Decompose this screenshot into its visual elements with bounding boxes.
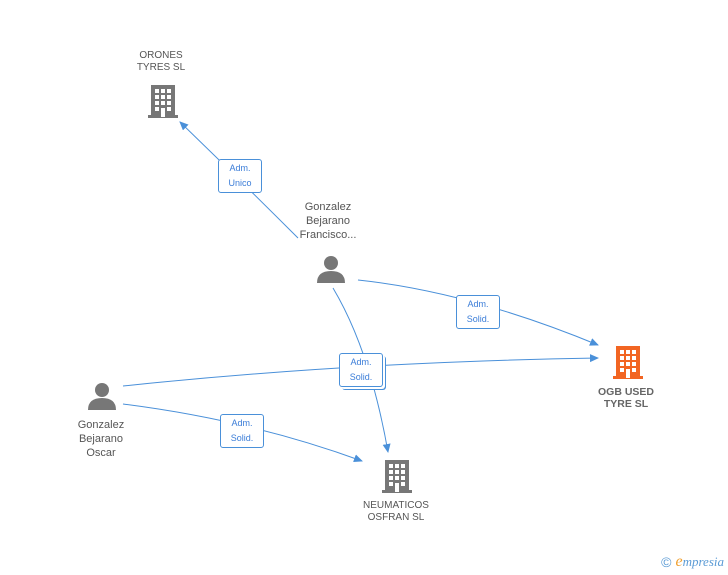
node-label-neumaticos: NEUMATICOS OSFRAN SL bbox=[363, 500, 429, 523]
node-label-oscar: Gonzalez Bejarano Oscar bbox=[77, 419, 125, 459]
person-icon[interactable] bbox=[315, 254, 347, 284]
node-label-orones: ORONES TYRES SL bbox=[136, 50, 186, 73]
node-label-ogb: OGB USED TYRE SL bbox=[597, 386, 654, 410]
edge-label-line1: Adm. bbox=[350, 357, 372, 367]
building-icon[interactable] bbox=[612, 344, 644, 380]
empresia-logo: © empresia bbox=[661, 553, 724, 571]
edge-label-line1: Adm. bbox=[231, 418, 253, 428]
edge-label-line1: Adm. bbox=[467, 299, 489, 309]
edge-label-adm-solid-francisco-ogb[interactable]: Adm. Solid. bbox=[456, 295, 500, 329]
edge-label-line2: Solid. bbox=[349, 372, 373, 382]
edge-label-adm-solid-center[interactable]: Adm. Solid. bbox=[339, 353, 383, 387]
brand-text: empresia bbox=[675, 553, 724, 570]
edge-label-adm-unico[interactable]: Adm. Unico bbox=[218, 159, 262, 193]
edge-label-line1: Adm. bbox=[229, 163, 251, 173]
person-icon[interactable] bbox=[86, 381, 118, 411]
node-label-francisco: Gonzalez Bejarano Francisco... bbox=[299, 201, 357, 241]
edge-label-adm-solid-oscar-neumaticos[interactable]: Adm. Solid. bbox=[220, 414, 264, 448]
copyright-icon: © bbox=[661, 554, 672, 570]
building-icon[interactable] bbox=[381, 458, 413, 494]
building-icon[interactable] bbox=[147, 83, 179, 119]
edge-label-line2: Solid. bbox=[466, 314, 490, 324]
edge-label-line2: Unico bbox=[228, 178, 252, 188]
edge-label-line2: Solid. bbox=[230, 433, 254, 443]
